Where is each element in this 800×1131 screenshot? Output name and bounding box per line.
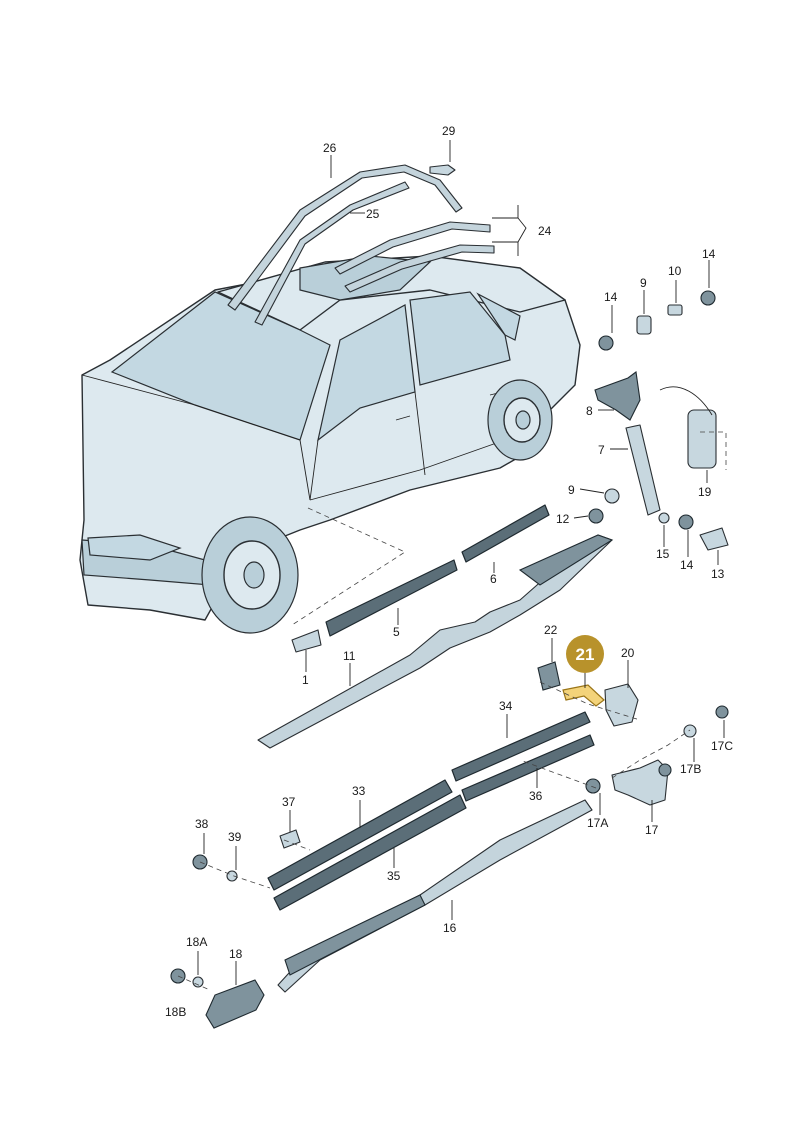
label-13: 13 [711, 567, 725, 581]
part-9b-nut[interactable] [604, 488, 620, 504]
label-17C: 17C [711, 739, 733, 753]
assembly-lines [177, 431, 727, 991]
label-33: 33 [352, 784, 366, 798]
label-14c: 14 [680, 558, 694, 572]
label-12: 12 [556, 512, 570, 526]
part-33-trim-strip[interactable] [267, 779, 453, 891]
label-20: 20 [621, 646, 635, 660]
part-36-trim-strip[interactable] [461, 734, 595, 802]
part-13-bracket[interactable] [699, 527, 729, 551]
part-34-trim-strip[interactable] [451, 711, 591, 782]
label-17: 17 [645, 823, 659, 837]
part-14c-bolt[interactable] [678, 514, 694, 530]
label-24: 24 [538, 224, 552, 238]
label-19: 19 [698, 485, 712, 499]
part-8-pillar-cover[interactable] [594, 371, 641, 421]
part-20-end-cap[interactable] [604, 683, 639, 727]
part-29-clip[interactable] [429, 164, 456, 176]
part-24-roof-rail-front[interactable] [334, 221, 491, 275]
part-26-roof-moulding[interactable] [227, 164, 463, 311]
label-15: 15 [656, 547, 670, 561]
badge-part-21[interactable]: 21 [566, 635, 604, 688]
part-17-bracket[interactable] [611, 759, 669, 806]
label-22: 22 [544, 623, 558, 637]
label-26: 26 [323, 141, 337, 155]
part-18-jack-cover[interactable] [205, 979, 265, 1029]
part-25-drip-moulding[interactable] [254, 181, 410, 326]
part-24-roof-rail-rear[interactable] [344, 244, 495, 293]
part-5-door-moulding-front[interactable] [325, 559, 458, 637]
part-10-screw[interactable] [667, 304, 683, 316]
part-6-door-moulding-rear[interactable] [461, 504, 550, 563]
fasteners [170, 290, 729, 988]
part-17A-bolt[interactable] [585, 778, 601, 794]
part-12-bolt[interactable] [588, 508, 604, 524]
label-8: 8 [586, 404, 593, 418]
label-17B: 17B [680, 762, 701, 776]
label-9b: 9 [568, 483, 575, 497]
label-14a: 14 [702, 247, 716, 261]
label-14b: 14 [604, 290, 618, 304]
label-1: 1 [302, 673, 309, 687]
label-35: 35 [387, 869, 401, 883]
part-21-clip-highlighted[interactable] [562, 684, 605, 707]
part-9a-nut[interactable] [636, 315, 652, 335]
part-17C-washer[interactable] [683, 724, 697, 738]
part-17B-clip[interactable] [658, 763, 672, 777]
sill-parts [257, 371, 729, 749]
badge-label-21: 21 [576, 645, 595, 664]
label-9a: 9 [640, 276, 647, 290]
roof-trim-parts [227, 164, 495, 326]
part-16-sill-cover[interactable] [277, 799, 593, 993]
part-37-clip[interactable] [279, 829, 301, 849]
badge-circle [566, 635, 604, 673]
part-17C-screw[interactable] [715, 705, 729, 719]
part-19-lock-module[interactable] [687, 409, 717, 469]
label-29: 29 [442, 124, 456, 138]
part-14a-bolt[interactable] [598, 335, 614, 351]
car-illustration [79, 255, 581, 634]
part-18A-washer[interactable] [192, 976, 204, 988]
part-7-b-pillar-trim[interactable] [625, 424, 661, 516]
label-16: 16 [443, 921, 457, 935]
label-25: 25 [366, 207, 380, 221]
part-14b-bolt[interactable] [700, 290, 716, 306]
part-35-trim-strip[interactable] [273, 794, 467, 911]
label-18B: 18B [165, 1005, 186, 1019]
label-37: 37 [282, 795, 296, 809]
leader-lines [197, 140, 725, 985]
label-5: 5 [393, 625, 400, 639]
label-34: 34 [499, 699, 513, 713]
label-38: 38 [195, 817, 209, 831]
part-1-end-cap[interactable] [291, 629, 322, 653]
label-18A: 18A [186, 935, 207, 949]
label-7: 7 [598, 443, 605, 457]
label-17A: 17A [587, 816, 608, 830]
part-15-washer[interactable] [658, 512, 670, 524]
lower-trim-parts [205, 661, 669, 1029]
label-10: 10 [668, 264, 682, 278]
label-39: 39 [228, 830, 242, 844]
label-36: 36 [529, 789, 543, 803]
label-18: 18 [229, 947, 243, 961]
label-6: 6 [490, 572, 497, 586]
callout-labels: 26 29 25 24 14 14 9 10 8 7 19 9 12 15 14… [165, 124, 733, 1019]
label-11: 11 [343, 649, 356, 663]
part-39-washer[interactable] [226, 870, 238, 882]
